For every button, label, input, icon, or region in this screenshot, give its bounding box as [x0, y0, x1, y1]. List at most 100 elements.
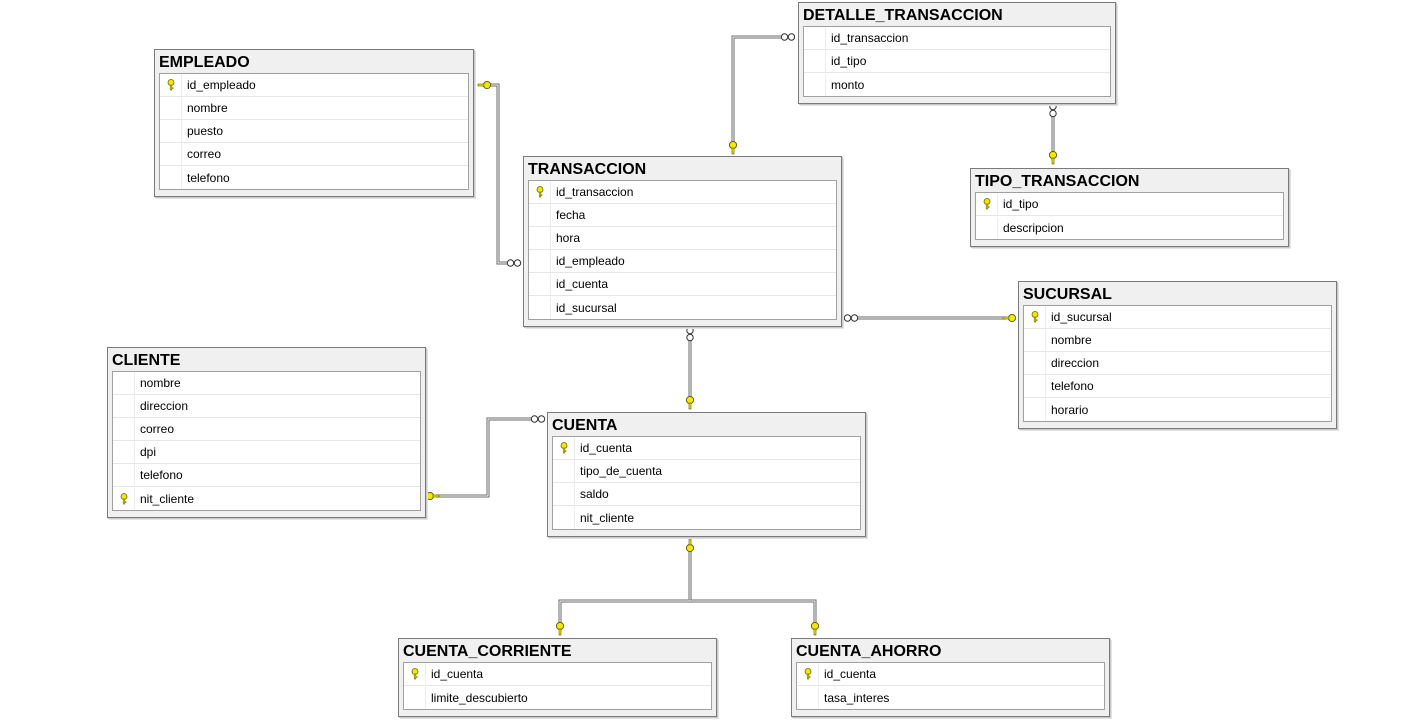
column-row[interactable]: nit_cliente: [553, 506, 860, 529]
column-row[interactable]: id_tipo: [804, 50, 1110, 73]
rel-cliente-cuenta[interactable]: [436, 417, 534, 498]
rel-detalle-transaccion-inner: [732, 36, 783, 146]
column-row[interactable]: id_tipo: [976, 193, 1283, 216]
column-row[interactable]: telefono: [1024, 375, 1331, 398]
rel-cuenta-corriente[interactable]: [558, 548, 692, 625]
table-title[interactable]: CLIENTE: [112, 352, 181, 369]
column-row[interactable]: id_empleado: [160, 74, 468, 97]
rel-empleado-key-icon: [477, 80, 492, 90]
key-cell: [976, 216, 998, 239]
column-row[interactable]: id_transaccion: [804, 27, 1110, 50]
column-name: id_sucursal: [556, 300, 617, 315]
column-row[interactable]: id_cuenta: [797, 663, 1104, 686]
column-row[interactable]: correo: [113, 418, 420, 441]
column-row[interactable]: id_empleado: [529, 250, 836, 273]
column-name: tipo_de_cuenta: [580, 464, 663, 478]
key-cell: [160, 97, 182, 119]
column-row[interactable]: id_cuenta: [553, 437, 860, 460]
column-row[interactable]: saldo: [553, 483, 860, 506]
rel-cuenta-ahorro-inner: [690, 600, 816, 625]
column-name: id_tipo: [831, 54, 867, 68]
rel-detalle-many-icon: [780, 33, 796, 41]
key-cell: [1024, 306, 1046, 328]
column-row[interactable]: hora: [529, 227, 836, 250]
column-row[interactable]: tasa_interes: [797, 686, 1104, 709]
column-row[interactable]: direccion: [113, 395, 420, 418]
column-name: correo: [140, 422, 175, 436]
column-row[interactable]: telefono: [160, 166, 468, 189]
column-row[interactable]: monto: [804, 73, 1110, 96]
column-row[interactable]: id_sucursal: [1024, 306, 1331, 329]
table-title[interactable]: EMPLEADO: [159, 54, 250, 71]
key-cell: [529, 250, 551, 272]
column-row[interactable]: puesto: [160, 120, 468, 143]
rel-cuenta-corriente-inner: [559, 548, 691, 625]
column-row[interactable]: telefono: [113, 464, 420, 487]
primary-key-icon: [167, 79, 174, 91]
key-cell: [404, 663, 426, 685]
column-row[interactable]: id_cuenta: [404, 663, 711, 686]
column-row[interactable]: descripcion: [976, 216, 1283, 239]
table-tipo-transaccion[interactable]: TIPO_TRANSACCION id_tipo descripcion: [970, 168, 1289, 247]
key-cell: [1024, 352, 1046, 374]
column-name: nombre: [187, 101, 228, 115]
column-name: dpi: [140, 445, 157, 459]
table-title[interactable]: CUENTA: [552, 417, 618, 434]
column-row[interactable]: id_sucursal: [529, 296, 836, 319]
table-title[interactable]: CUENTA_CORRIENTE: [403, 643, 572, 660]
column-row[interactable]: direccion: [1024, 352, 1331, 375]
table-title[interactable]: CUENTA_AHORRO: [796, 643, 942, 660]
primary-key-icon: [411, 668, 418, 680]
column-name: id_cuenta: [580, 441, 633, 455]
column-row[interactable]: tipo_de_cuenta: [553, 460, 860, 483]
rel-detalle-transaccion[interactable]: [731, 35, 783, 146]
key-cell: [160, 143, 182, 165]
column-name: descripcion: [1003, 220, 1064, 235]
rel-cuenta-ahorro[interactable]: [690, 599, 817, 625]
table-detalle-transaccion[interactable]: DETALLE_TRANSACCION id_transaccion id_tipo…: [798, 2, 1116, 104]
table-title[interactable]: SUCURSAL: [1023, 286, 1112, 303]
column-row[interactable]: id_cuenta: [529, 273, 836, 296]
column-row[interactable]: nombre: [113, 372, 420, 395]
key-cell: [529, 181, 551, 203]
column-name: telefono: [140, 468, 183, 482]
rel-cuenta-cliente-many-icon: [530, 415, 546, 423]
column-row[interactable]: nombre: [1024, 329, 1331, 352]
column-name: nombre: [1051, 333, 1092, 347]
column-row[interactable]: limite_descubierto: [404, 686, 711, 709]
column-name: id_cuenta: [431, 667, 484, 681]
column-row[interactable]: fecha: [529, 204, 836, 227]
rel-empleado-transaccion[interactable]: [486, 83, 510, 265]
table-title[interactable]: TIPO_TRANSACCION: [975, 173, 1140, 190]
rel-tipo-key-icon: [1048, 150, 1058, 165]
key-cell: [529, 273, 551, 295]
column-name: correo: [187, 147, 222, 161]
column-row[interactable]: nit_cliente: [113, 487, 420, 510]
column-row[interactable]: nombre: [160, 97, 468, 120]
key-cell: [804, 73, 826, 96]
table-cliente[interactable]: CLIENTE nombre direccion correo dpi telefono n…: [107, 347, 426, 518]
table-title[interactable]: DETALLE_TRANSACCION: [803, 7, 1003, 24]
column-name: nombre: [140, 376, 181, 390]
column-name: nit_cliente: [140, 491, 195, 506]
column-row[interactable]: correo: [160, 143, 468, 166]
table-title[interactable]: TRANSACCION: [528, 161, 647, 178]
table-cuenta-corriente[interactable]: CUENTA_CORRIENTE id_cuenta limite_descubie…: [398, 638, 717, 717]
column-row[interactable]: id_transaccion: [529, 181, 836, 204]
column-name: id_transaccion: [556, 185, 634, 199]
key-cell: [553, 437, 575, 459]
column-list: id_cuenta limite_descubierto: [403, 662, 712, 710]
rel-ahorro-key-icon: [810, 621, 820, 636]
column-name: monto: [831, 77, 865, 92]
key-cell: [529, 227, 551, 249]
column-row[interactable]: horario: [1024, 398, 1331, 421]
column-row[interactable]: dpi: [113, 441, 420, 464]
